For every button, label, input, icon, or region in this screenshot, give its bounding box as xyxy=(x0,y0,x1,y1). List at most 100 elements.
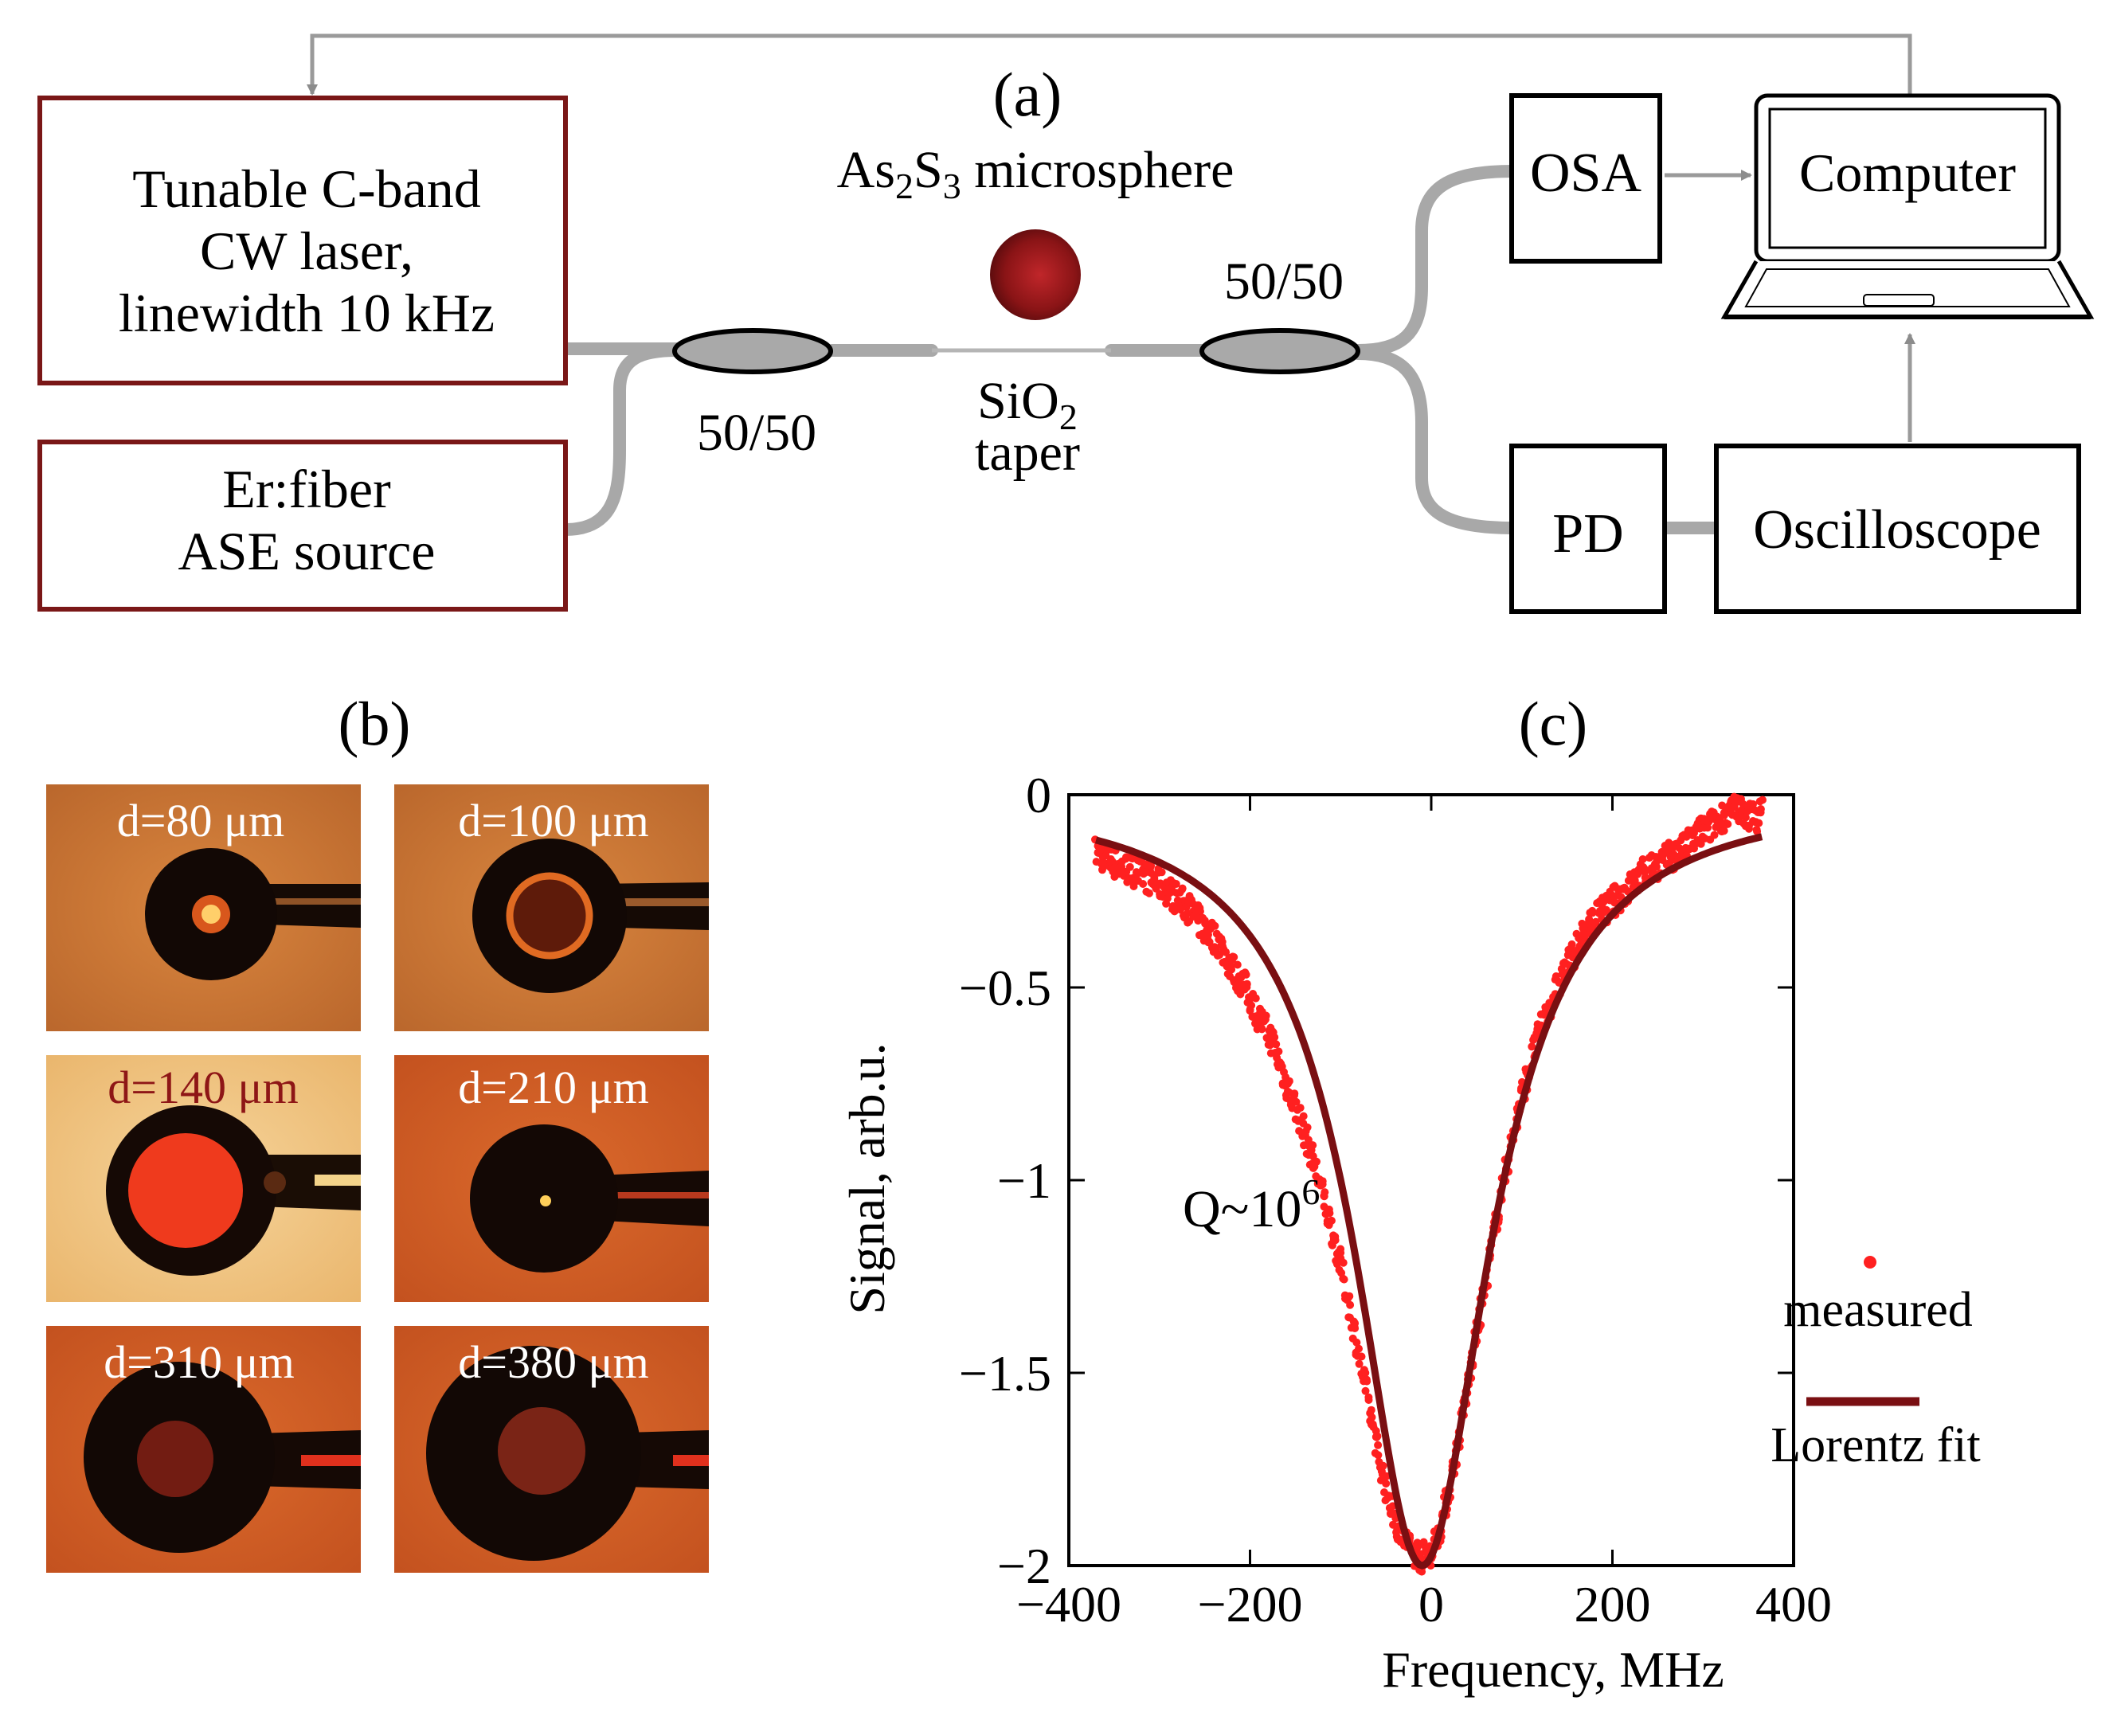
oscilloscope-label: Oscilloscope xyxy=(1753,499,2041,561)
measured-point xyxy=(1374,1441,1383,1449)
measured-point xyxy=(1274,1047,1283,1056)
measured-point xyxy=(1258,1025,1266,1034)
measured-point xyxy=(1351,1324,1360,1332)
microsphere xyxy=(990,229,1081,320)
measured-point xyxy=(1345,1292,1354,1300)
measured-point xyxy=(1270,1033,1279,1042)
micro-image-5 xyxy=(46,1326,361,1573)
oscilloscope-box xyxy=(1714,444,2081,614)
y-tick-label: −0.5 xyxy=(959,960,1051,1016)
legend-measured-marker xyxy=(1864,1256,1876,1269)
measured-point xyxy=(1610,892,1619,901)
measured-point xyxy=(1753,827,1762,835)
measured-point xyxy=(1242,979,1251,988)
coupler-left-label: 50/50 xyxy=(697,404,816,462)
measured-point xyxy=(1139,880,1148,888)
measured-point xyxy=(1313,1157,1321,1166)
measured-point xyxy=(1368,1413,1376,1421)
measured-point xyxy=(1309,1141,1317,1150)
measured-point xyxy=(1296,1104,1305,1112)
laser-label-2: CW laser, xyxy=(200,221,413,281)
fiber-to-osa xyxy=(1352,165,1520,357)
measured-point xyxy=(1324,1205,1333,1214)
micro-image-6 xyxy=(394,1326,709,1573)
legend-fit-label: Lorentz fit xyxy=(1771,1418,1980,1472)
measured-point xyxy=(1588,906,1597,915)
q-annotation: Q~106 xyxy=(1183,1171,1320,1238)
measured-point xyxy=(1299,1112,1308,1120)
panel-b: (b) d=80 μm d=100 μm xyxy=(46,689,709,1573)
measured-point xyxy=(1290,1089,1299,1098)
measured-point xyxy=(1724,819,1732,828)
measured-point xyxy=(1129,882,1138,890)
measured-point xyxy=(1176,905,1185,914)
measured-point xyxy=(1710,831,1719,839)
measured-point xyxy=(1704,823,1712,832)
measured-point xyxy=(1414,1542,1422,1551)
measured-point xyxy=(1638,855,1647,863)
y-tick-label: −1.5 xyxy=(959,1345,1051,1402)
measured-point xyxy=(1318,1180,1327,1189)
measured-point xyxy=(1362,1375,1371,1384)
measured-point xyxy=(1178,886,1187,893)
measured-point xyxy=(1272,1040,1281,1049)
measured-point xyxy=(1336,1249,1345,1257)
measured-point xyxy=(1247,1001,1256,1010)
micro-image-1 xyxy=(46,784,361,1031)
panel-b-label: (b) xyxy=(338,689,411,758)
lorentz-fit-line xyxy=(1094,833,1763,1570)
measured-point xyxy=(1585,915,1594,924)
x-tick-label: 200 xyxy=(1575,1576,1651,1632)
panel-a: (a) 50/50 50/50 As2S3 microsphere SiO2 t… xyxy=(37,33,2095,614)
measured-point xyxy=(1303,1123,1312,1132)
fiber-to-pd xyxy=(1352,347,1520,534)
micro-image-5-label: d=310 μm xyxy=(104,1336,294,1388)
y-tick-label: −1 xyxy=(997,1152,1051,1209)
pd-label: PD xyxy=(1552,503,1623,565)
x-tick-label: −400 xyxy=(1016,1576,1121,1632)
measured-point xyxy=(1756,808,1765,817)
micro-image-2 xyxy=(394,784,709,1031)
measured-point xyxy=(1145,889,1153,897)
ase-box xyxy=(37,440,568,612)
measured-point xyxy=(1285,1077,1293,1085)
measured-point xyxy=(1331,1236,1340,1245)
taper-label: SiO2 xyxy=(977,372,1078,437)
y-tick-label: 0 xyxy=(1026,767,1051,823)
micro-image-4 xyxy=(394,1055,709,1302)
measured-point xyxy=(1382,1472,1391,1480)
computer-laptop-icon xyxy=(1720,93,2095,319)
measured-point xyxy=(1262,1011,1270,1020)
computer-label: Computer xyxy=(1799,143,2016,203)
coupler-left xyxy=(672,328,833,374)
measured-point xyxy=(1418,1567,1426,1576)
legend-measured-label: measured xyxy=(1783,1283,1973,1337)
laser-label-1: Tunable C-band xyxy=(132,158,481,219)
micro-image-6-label: d=380 μm xyxy=(458,1336,648,1388)
measured-point xyxy=(1361,1369,1370,1377)
measured-point xyxy=(1339,1258,1348,1267)
measured-point xyxy=(1233,960,1242,969)
measured-point xyxy=(1382,1480,1391,1488)
fiber-paths xyxy=(559,165,1723,536)
measured-point xyxy=(1357,1352,1366,1361)
ase-label-1: Er:fiber xyxy=(222,459,391,519)
panel-a-label: (a) xyxy=(993,60,1062,129)
micro-image-1-label: d=80 μm xyxy=(117,795,284,846)
osa-label: OSA xyxy=(1530,143,1641,204)
measured-point xyxy=(1304,1136,1313,1144)
measured-point xyxy=(1741,813,1750,822)
micro-image-3 xyxy=(46,1055,361,1302)
measured-point xyxy=(1759,796,1767,804)
measured-point xyxy=(1230,952,1238,961)
measured-point xyxy=(1355,1359,1364,1368)
measured-point xyxy=(1327,1216,1336,1225)
measured-point xyxy=(1388,1502,1397,1511)
measured-point xyxy=(1352,1338,1361,1347)
measured-point xyxy=(1367,1406,1375,1414)
y-axis-label: Signal, arb.u. xyxy=(839,1042,895,1314)
x-tick-label: 400 xyxy=(1755,1576,1832,1632)
y-tick-label: −2 xyxy=(997,1538,1051,1594)
